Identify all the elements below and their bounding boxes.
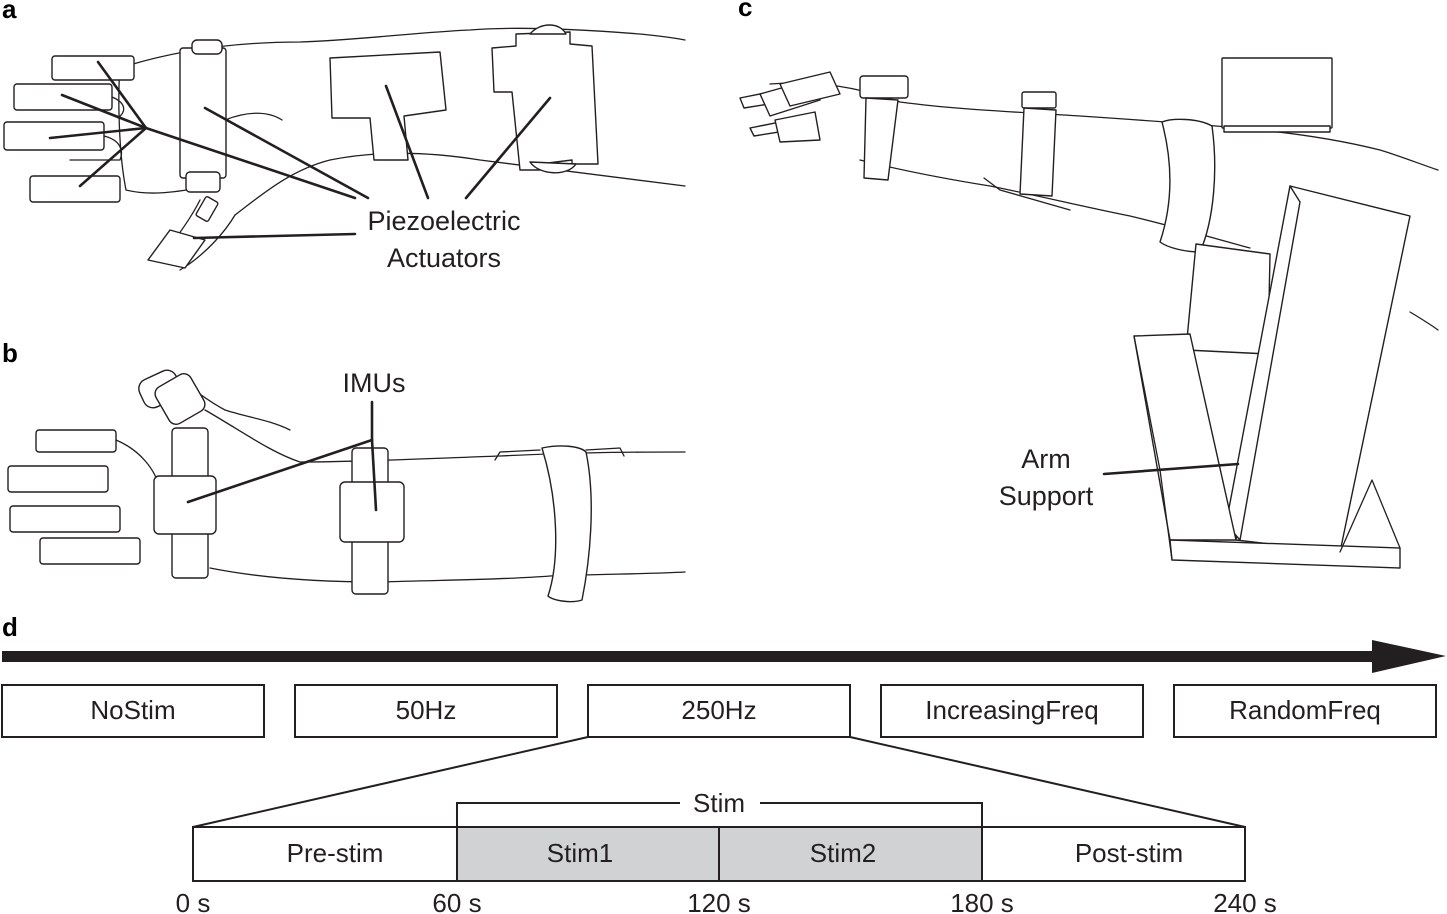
panel-b-leader-lines <box>186 400 378 512</box>
condition-label: NoStim <box>90 695 175 725</box>
panel-a-label-line1: Piezoelectric <box>367 206 520 236</box>
segment-label: Post-stim <box>1075 838 1183 868</box>
panel-c: c <box>738 0 1439 569</box>
condition-randomfreq: RandomFreq <box>1173 684 1437 738</box>
panel-a-arm-drawing <box>3 24 686 271</box>
panel-c-label-line2: Support <box>999 481 1094 511</box>
segment-stim1: Stim1 <box>456 826 720 882</box>
stim-bracket: Stim <box>456 788 983 827</box>
panel-c-letter: c <box>738 0 752 22</box>
panel-c-arm-drawing <box>739 57 1439 569</box>
segment-post-stim: Post-stim <box>981 826 1246 882</box>
segment-label: Stim1 <box>547 838 613 868</box>
panel-b-letter: b <box>2 338 18 368</box>
panel-d: d NoStim 50Hz 250Hz IncreasingFreq <box>1 612 1446 914</box>
panel-b: b <box>2 338 686 603</box>
condition-increasingfreq: IncreasingFreq <box>880 684 1144 738</box>
stim-bracket-label: Stim <box>693 788 745 818</box>
time-axis: 0 s 60 s 120 s 180 s 240 s <box>176 888 1277 914</box>
panel-c-leader-lines <box>1102 462 1240 476</box>
segment-stim2: Stim2 <box>718 826 983 882</box>
condition-label: RandomFreq <box>1229 695 1381 725</box>
panel-a-leader-lines <box>48 60 552 240</box>
segment-pre-stim: Pre-stim <box>192 826 458 882</box>
panel-a-letter: a <box>2 0 17 24</box>
panel-d-letter: d <box>2 612 18 642</box>
panel-a-label-line2: Actuators <box>387 243 501 273</box>
segment-label: Pre-stim <box>287 838 384 868</box>
condition-row: NoStim 50Hz 250Hz IncreasingFreq RandomF… <box>1 684 1437 738</box>
tick-label: 120 s <box>687 888 751 914</box>
panel-c-label-line1: Arm <box>1021 444 1071 474</box>
condition-50hz: 50Hz <box>294 684 558 738</box>
panel-b-arm-drawing <box>7 369 686 603</box>
condition-250hz: 250Hz <box>587 684 851 738</box>
tick-label: 60 s <box>432 888 481 914</box>
panel-a: a <box>2 0 686 273</box>
tick-label: 240 s <box>1213 888 1277 914</box>
segment-label: Stim2 <box>810 838 876 868</box>
condition-label: 50Hz <box>396 695 457 725</box>
tick-label: 180 s <box>950 888 1014 914</box>
timeline-arrow <box>2 640 1446 673</box>
condition-label: IncreasingFreq <box>925 695 1098 725</box>
zoom-lines <box>192 736 1246 828</box>
condition-label: 250Hz <box>681 695 756 725</box>
panel-b-label: IMUs <box>343 368 406 398</box>
condition-nostim: NoStim <box>1 684 265 738</box>
trial-segments: Pre-stim Stim1 Stim2 Post-stim <box>192 826 1246 882</box>
tick-label: 0 s <box>176 888 211 914</box>
